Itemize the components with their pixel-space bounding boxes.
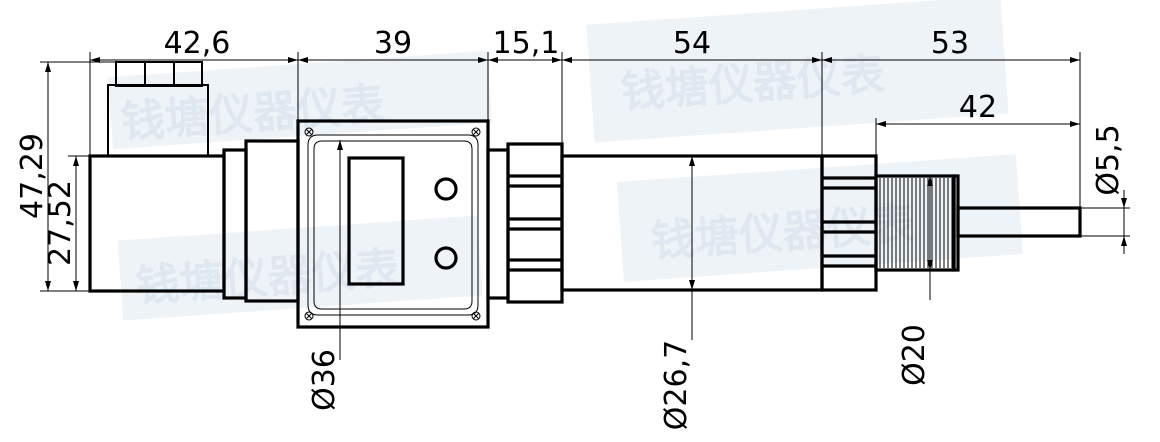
thread-lines (879, 178, 953, 268)
dim-label: 39 (374, 26, 412, 61)
top-dimensions: 42,6 39 15,1 54 53 (89, 26, 1081, 208)
dim-label: 42,6 (164, 26, 231, 61)
lcd-window (347, 156, 405, 286)
probe-tip (956, 206, 1082, 238)
hex-nut (506, 142, 564, 304)
plug-connector (88, 61, 226, 293)
body-diameter-dimension: Ø26,7 (659, 156, 695, 430)
watermark-box (107, 50, 493, 150)
watermark-box (616, 154, 1023, 282)
dim-label: Ø20 (897, 324, 932, 386)
dim-label: 54 (673, 26, 711, 61)
dim-label: Ø26,7 (659, 340, 694, 430)
dim-label: Ø5,5 (1091, 124, 1126, 195)
button-circle (434, 177, 458, 201)
left-dimensions: 47,29 27,52 (15, 61, 116, 292)
dim-label: 15,1 (493, 26, 560, 61)
thread-diameter-dimension: Ø20 (897, 176, 933, 386)
screw-icon (304, 127, 314, 137)
tip-diameter-dimension: Ø5,5 (1080, 124, 1130, 254)
watermark-box (117, 215, 483, 321)
hex-fitting (820, 154, 878, 292)
display-housing (296, 119, 490, 329)
screw-icon (471, 311, 481, 321)
button-circle (434, 246, 458, 270)
housing-diameter-dimension: Ø36 (307, 140, 343, 411)
probe-length-dimension: 42 (875, 90, 1080, 176)
neck-nut (486, 142, 564, 304)
housing-inner-border (307, 134, 479, 316)
dim-label: 27,52 (43, 180, 78, 266)
watermark-box (586, 0, 1009, 143)
dim-label: 47,29 (15, 133, 50, 219)
neck (486, 148, 510, 300)
dim-label: 53 (931, 26, 969, 61)
screw-icon (471, 127, 481, 137)
plug-pins (115, 61, 203, 87)
dim-label: 42 (959, 90, 997, 125)
screw-icon (304, 311, 314, 321)
dim-label: Ø36 (307, 349, 342, 411)
housing-inner-border-2 (313, 140, 473, 310)
